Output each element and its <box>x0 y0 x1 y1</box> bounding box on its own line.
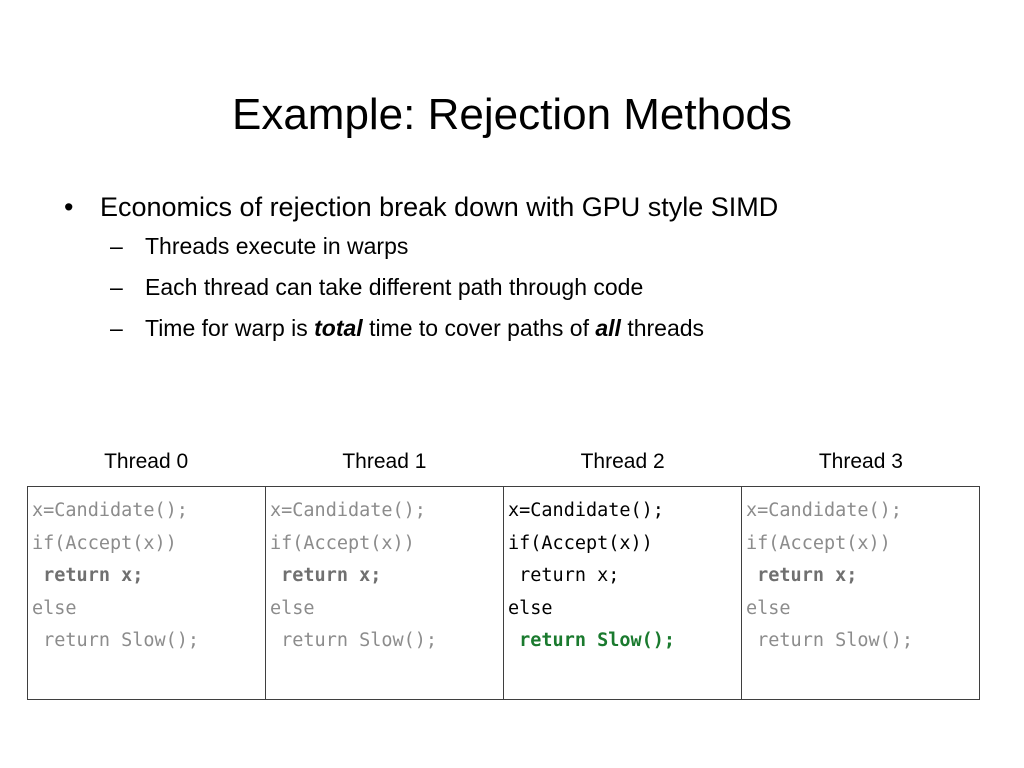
bullet-text: Each thread can take different path thro… <box>145 274 644 300</box>
code-line: return x; <box>270 565 382 586</box>
code-line: if(Accept(x)) <box>508 532 653 554</box>
bullet-emphasis-all: all <box>595 315 621 341</box>
code-line: return Slow(); <box>32 630 200 651</box>
bullet-text-part-b: time to cover paths of <box>362 315 596 341</box>
bullet-item-sub-1: – Threads execute in warps <box>0 226 1024 267</box>
code-line: return x; <box>32 565 144 586</box>
code-line: else <box>746 597 791 619</box>
thread-header-2: Thread 2 <box>580 450 665 473</box>
bullet-item-primary: • Economics of rejection break down with… <box>0 188 1024 226</box>
thread-header-1: Thread 1 <box>342 450 427 473</box>
thread-header-3: Thread 3 <box>818 450 903 473</box>
code-line: else <box>508 597 553 619</box>
code-line: return x; <box>508 565 620 586</box>
bullet-emphasis-total: total <box>314 315 363 341</box>
bullet-text: Threads execute in warps <box>145 233 409 259</box>
code-line: else <box>270 597 315 619</box>
code-line: else <box>32 597 77 619</box>
thread-code-table: x=Candidate(); if(Accept(x)) return x; els… <box>27 486 980 700</box>
code-cell-thread-0: x=Candidate(); if(Accept(x)) return x; els… <box>28 487 266 699</box>
code-line: return Slow(); <box>746 630 914 651</box>
code-line: if(Accept(x)) <box>32 532 177 554</box>
thread-header-row: Thread 0 Thread 1 Thread 2 Thread 3 <box>27 449 980 475</box>
bullet-item-sub-2: – Each thread can take different path th… <box>0 267 1024 308</box>
code-cell-thread-2: x=Candidate(); if(Accept(x)) return x; els… <box>504 487 742 699</box>
code-line: x=Candidate(); <box>508 500 664 521</box>
bullet-text-part-c: threads <box>620 315 705 341</box>
code-cell-thread-3: x=Candidate(); if(Accept(x)) return x; els… <box>742 487 979 699</box>
bullet-marker-icon: • <box>64 192 74 222</box>
code-line: if(Accept(x)) <box>270 532 415 554</box>
thread-header-0: Thread 0 <box>104 450 189 473</box>
code-line: x=Candidate(); <box>32 500 188 521</box>
bullet-list: • Economics of rejection break down with… <box>0 188 1024 349</box>
code-line: if(Accept(x)) <box>746 532 891 554</box>
bullet-text-part-a: Time for warp is <box>145 315 315 341</box>
bullet-text: Economics of rejection break down with G… <box>100 192 779 222</box>
code-line: return x; <box>746 565 858 586</box>
dash-marker-icon: – <box>110 315 123 341</box>
code-line: return Slow(); <box>270 630 438 651</box>
dash-marker-icon: – <box>110 274 123 300</box>
code-line: x=Candidate(); <box>746 500 902 521</box>
code-line: return Slow(); <box>508 630 676 651</box>
code-line: x=Candidate(); <box>270 500 426 521</box>
bullet-item-sub-3: – Time for warp is total time to cover p… <box>0 308 1024 349</box>
dash-marker-icon: – <box>110 233 123 259</box>
page-title: Example: Rejection Methods <box>231 90 793 140</box>
code-cell-thread-1: x=Candidate(); if(Accept(x)) return x; els… <box>266 487 504 699</box>
